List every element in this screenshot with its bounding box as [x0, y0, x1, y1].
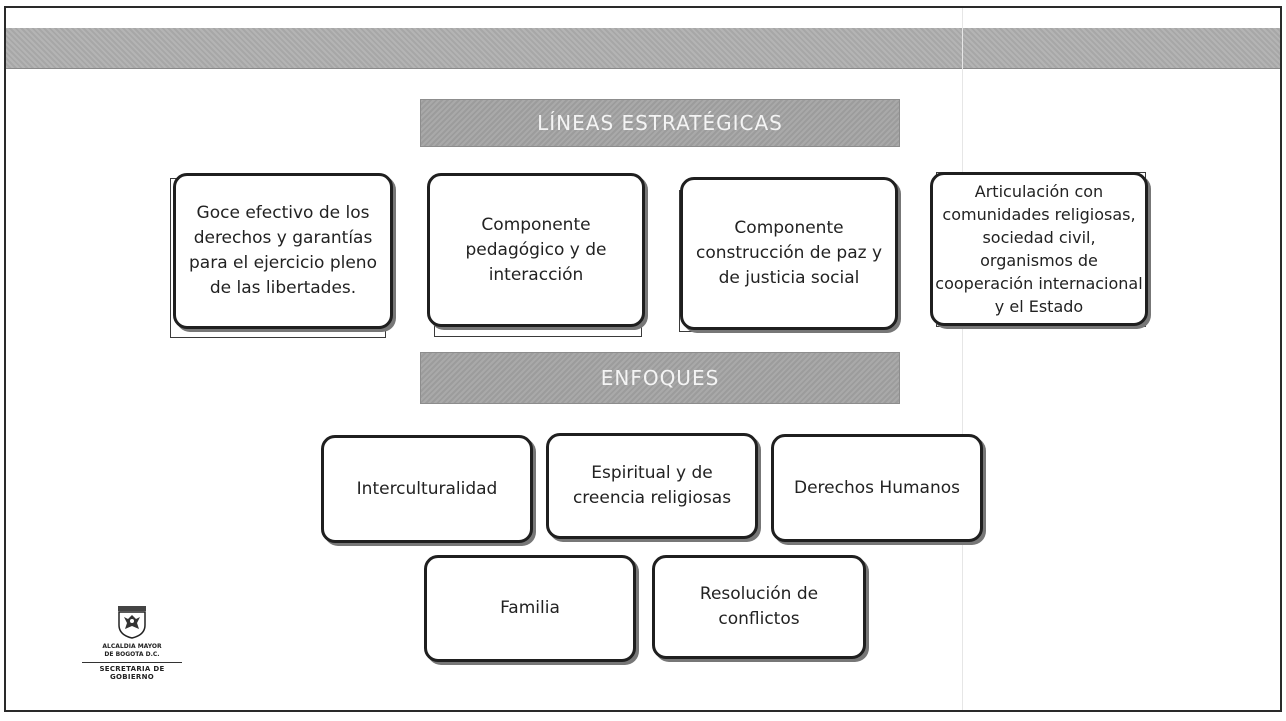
enfoque-box-espiritual: Espiritual y de creencia religiosas: [546, 433, 758, 539]
logo-divider: [82, 662, 182, 663]
enfoques-title: ENFOQUES: [600, 366, 720, 390]
enfoque-text-interculturalidad: Interculturalidad: [356, 478, 498, 499]
linea-text-paz: Componente construcción de paz y de just…: [695, 218, 883, 288]
enfoque-box-resolucion: Resolución de conflictos: [652, 555, 866, 659]
linea-text-goce: Goce efectivo de los derechos y garantía…: [189, 203, 377, 298]
logo-line-2: DE BOGOTA D.C.: [104, 651, 160, 658]
linea-box-paz: Componente construcción de paz y de just…: [680, 177, 898, 330]
lineas-estrategicas-header: LÍNEAS ESTRATÉGICAS: [420, 99, 900, 147]
page-fold-line: [962, 8, 963, 710]
enfoque-text-espiritual: Espiritual y de creencia religiosas: [572, 463, 732, 508]
linea-box-articulacion: Articulación con comunidades religiosas,…: [930, 172, 1148, 326]
linea-text-articulacion: Articulación con comunidades religiosas,…: [935, 182, 1143, 316]
enfoque-box-familia: Familia: [424, 555, 636, 662]
top-banner: [6, 28, 1280, 69]
enfoque-text-resolucion: Resolución de conflictos: [699, 584, 819, 629]
linea-text-pedagogico: Componente pedagógico y de interacción: [465, 214, 607, 285]
logo-secretaria: SECRETARIA DE GOBIERNO: [99, 665, 165, 681]
enfoque-text-derechos-humanos: Derechos Humanos: [794, 477, 960, 498]
lineas-estrategicas-title: LÍNEAS ESTRATÉGICAS: [537, 111, 783, 135]
enfoque-box-derechos-humanos: Derechos Humanos: [771, 434, 983, 542]
coat-of-arms-icon: [118, 606, 146, 639]
alcaldia-logo: ALCALDIA MAYOR DE BOGOTA D.C. SECRETARIA…: [82, 605, 182, 685]
linea-box-pedagogico: Componente pedagógico y de interacción: [427, 173, 645, 327]
enfoques-header: ENFOQUES: [420, 352, 900, 404]
logo-line-1: ALCALDIA MAYOR: [102, 643, 162, 650]
enfoque-box-interculturalidad: Interculturalidad: [321, 435, 533, 543]
enfoque-text-familia: Familia: [500, 598, 560, 618]
linea-box-goce: Goce efectivo de los derechos y garantía…: [173, 173, 393, 329]
